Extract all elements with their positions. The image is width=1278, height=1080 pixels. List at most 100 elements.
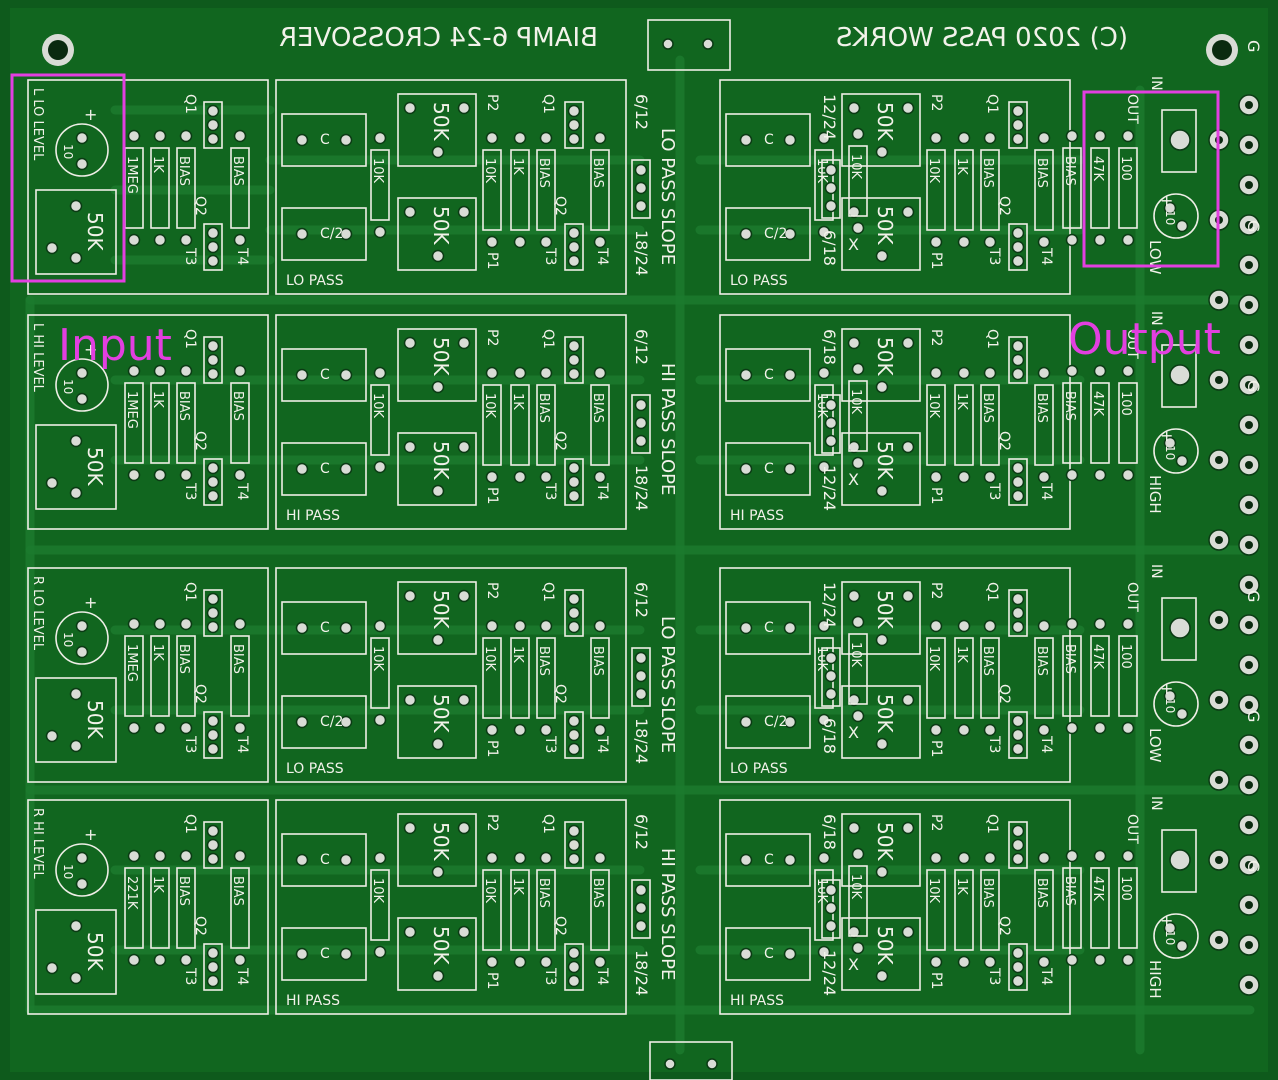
filter-t3-label: T3: [986, 735, 1002, 753]
solder-pad: [783, 227, 797, 241]
filter-transistor-q2: [564, 223, 584, 271]
band-label: LOW: [1146, 240, 1164, 275]
resistor-bias-2: BIAS: [230, 364, 250, 482]
solder-pad: [1093, 233, 1107, 247]
out-cap-plus: +: [1160, 191, 1173, 210]
filter-pot-p2: 50K: [397, 581, 477, 655]
filter-cap-half: C/2: [725, 695, 811, 749]
filter-resistor-1k: 1K: [510, 851, 530, 969]
filter-cap-c-label: C: [320, 367, 330, 383]
filter-resistor-bias-2-label: BIAS: [590, 878, 605, 908]
solder-pad: [75, 645, 89, 659]
filter-pot-p2-label: 50K: [429, 822, 453, 861]
out-cap-plus: +: [1160, 679, 1173, 698]
solder-pad: [295, 715, 309, 729]
solder-pad: [567, 118, 581, 132]
pass-label: HI PASS: [286, 508, 340, 524]
ground-label: G: [1244, 220, 1263, 232]
filter-cap-half-label: C: [764, 946, 774, 962]
filter-cap-c: C: [725, 113, 811, 167]
solder-pad: [153, 721, 167, 735]
solder-pad: [875, 484, 889, 498]
filter-resistor-1k: 1K: [954, 366, 974, 484]
filter-pot-p1-label: 50K: [873, 441, 897, 480]
solder-pad: [431, 737, 445, 751]
filter-resistor-bias-label: BIAS: [536, 878, 551, 908]
output-resistor-47k: 47K: [1090, 364, 1110, 482]
solder-pad: [206, 838, 220, 852]
transistor-q2: [203, 223, 223, 271]
solder-pad: [824, 883, 838, 897]
solder-pad: [851, 221, 865, 235]
filter-cap-half-label: C: [320, 461, 330, 477]
solder-pad: [233, 129, 247, 143]
output-resistor-bias-label: BIAS: [1062, 876, 1077, 906]
solder-pad: [45, 729, 59, 743]
out-label: OUT: [1124, 582, 1140, 612]
solder-pad: [929, 851, 943, 865]
resistor-bias-2: BIAS: [230, 617, 250, 735]
solder-pad: [373, 131, 387, 145]
t3-label: T3: [182, 735, 198, 753]
solder-pad: [929, 131, 943, 145]
x-label: X: [848, 235, 859, 254]
solder-pad: [567, 974, 581, 988]
filter-cap-c: C: [281, 113, 367, 167]
output-resistor-bias-label: BIAS: [1062, 391, 1077, 421]
filter-resistor-1k-label: 1K: [510, 878, 525, 895]
solder-pad: [69, 251, 83, 265]
output-resistor-100: 100: [1118, 129, 1138, 247]
filter-cap-half-label: C/2: [320, 714, 343, 730]
solder-pad: [817, 366, 831, 380]
output-highlight-box: [1082, 90, 1220, 268]
solder-pad: [1065, 953, 1079, 967]
solder-pad: [1011, 254, 1025, 268]
level-pot: 50K: [35, 909, 117, 995]
slope-right-top-label: 6/18: [820, 329, 839, 365]
filter-pot-p2: 50K: [841, 328, 921, 402]
solder-pad: [179, 129, 193, 143]
cap-plus-sign: +: [84, 340, 97, 359]
level-pot: 50K: [35, 189, 117, 275]
solder-pad: [634, 434, 648, 448]
filter-cap-c-label: C: [320, 620, 330, 636]
solder-pad: [1065, 721, 1079, 735]
resistor-bias-2-label: BIAS: [230, 156, 245, 186]
slope-6-12-label: 6/12: [632, 582, 651, 618]
solder-pad: [75, 851, 89, 865]
filter-pot-p2-label: 50K: [873, 822, 897, 861]
solder-pad: [1065, 849, 1079, 863]
solder-pad: [485, 723, 499, 737]
solder-pad: [206, 475, 220, 489]
filter-resistor-bias-2-label: BIAS: [590, 393, 605, 423]
filter-resistor-10k-b: 10K: [926, 131, 946, 249]
filter-cap-half: C/2: [281, 207, 367, 261]
q1-label: Q1: [182, 582, 198, 602]
solder-pad: [739, 621, 753, 635]
solder-pad: [739, 853, 753, 867]
filter-transistor-q2: [564, 458, 584, 506]
board-title: BIAMP 6-24 CROSSOVER: [279, 23, 598, 53]
in-label: IN: [1148, 796, 1164, 811]
filter-resistor-bias-2: BIAS: [1034, 851, 1054, 969]
filter-cap-c: C: [725, 833, 811, 887]
solder-pad: [567, 946, 581, 960]
out-cap-plus: +: [1160, 911, 1173, 930]
solder-pad: [513, 619, 527, 633]
filter-t4-label: T4: [594, 482, 610, 501]
solder-pad: [1011, 824, 1025, 838]
filter-pot-p1: 50K: [397, 197, 477, 271]
filter-transistor-q1: [1008, 589, 1028, 637]
solder-pad: [127, 129, 141, 143]
solder-pad: [634, 651, 648, 665]
p2-label: P2: [928, 582, 944, 599]
filter-resistor-1k-label: 1K: [510, 646, 525, 663]
copyright-text: (C) 2020 PASS WORKS: [836, 23, 1128, 53]
solder-pad: [875, 145, 889, 159]
filter-cap-c-label: C: [764, 367, 774, 383]
